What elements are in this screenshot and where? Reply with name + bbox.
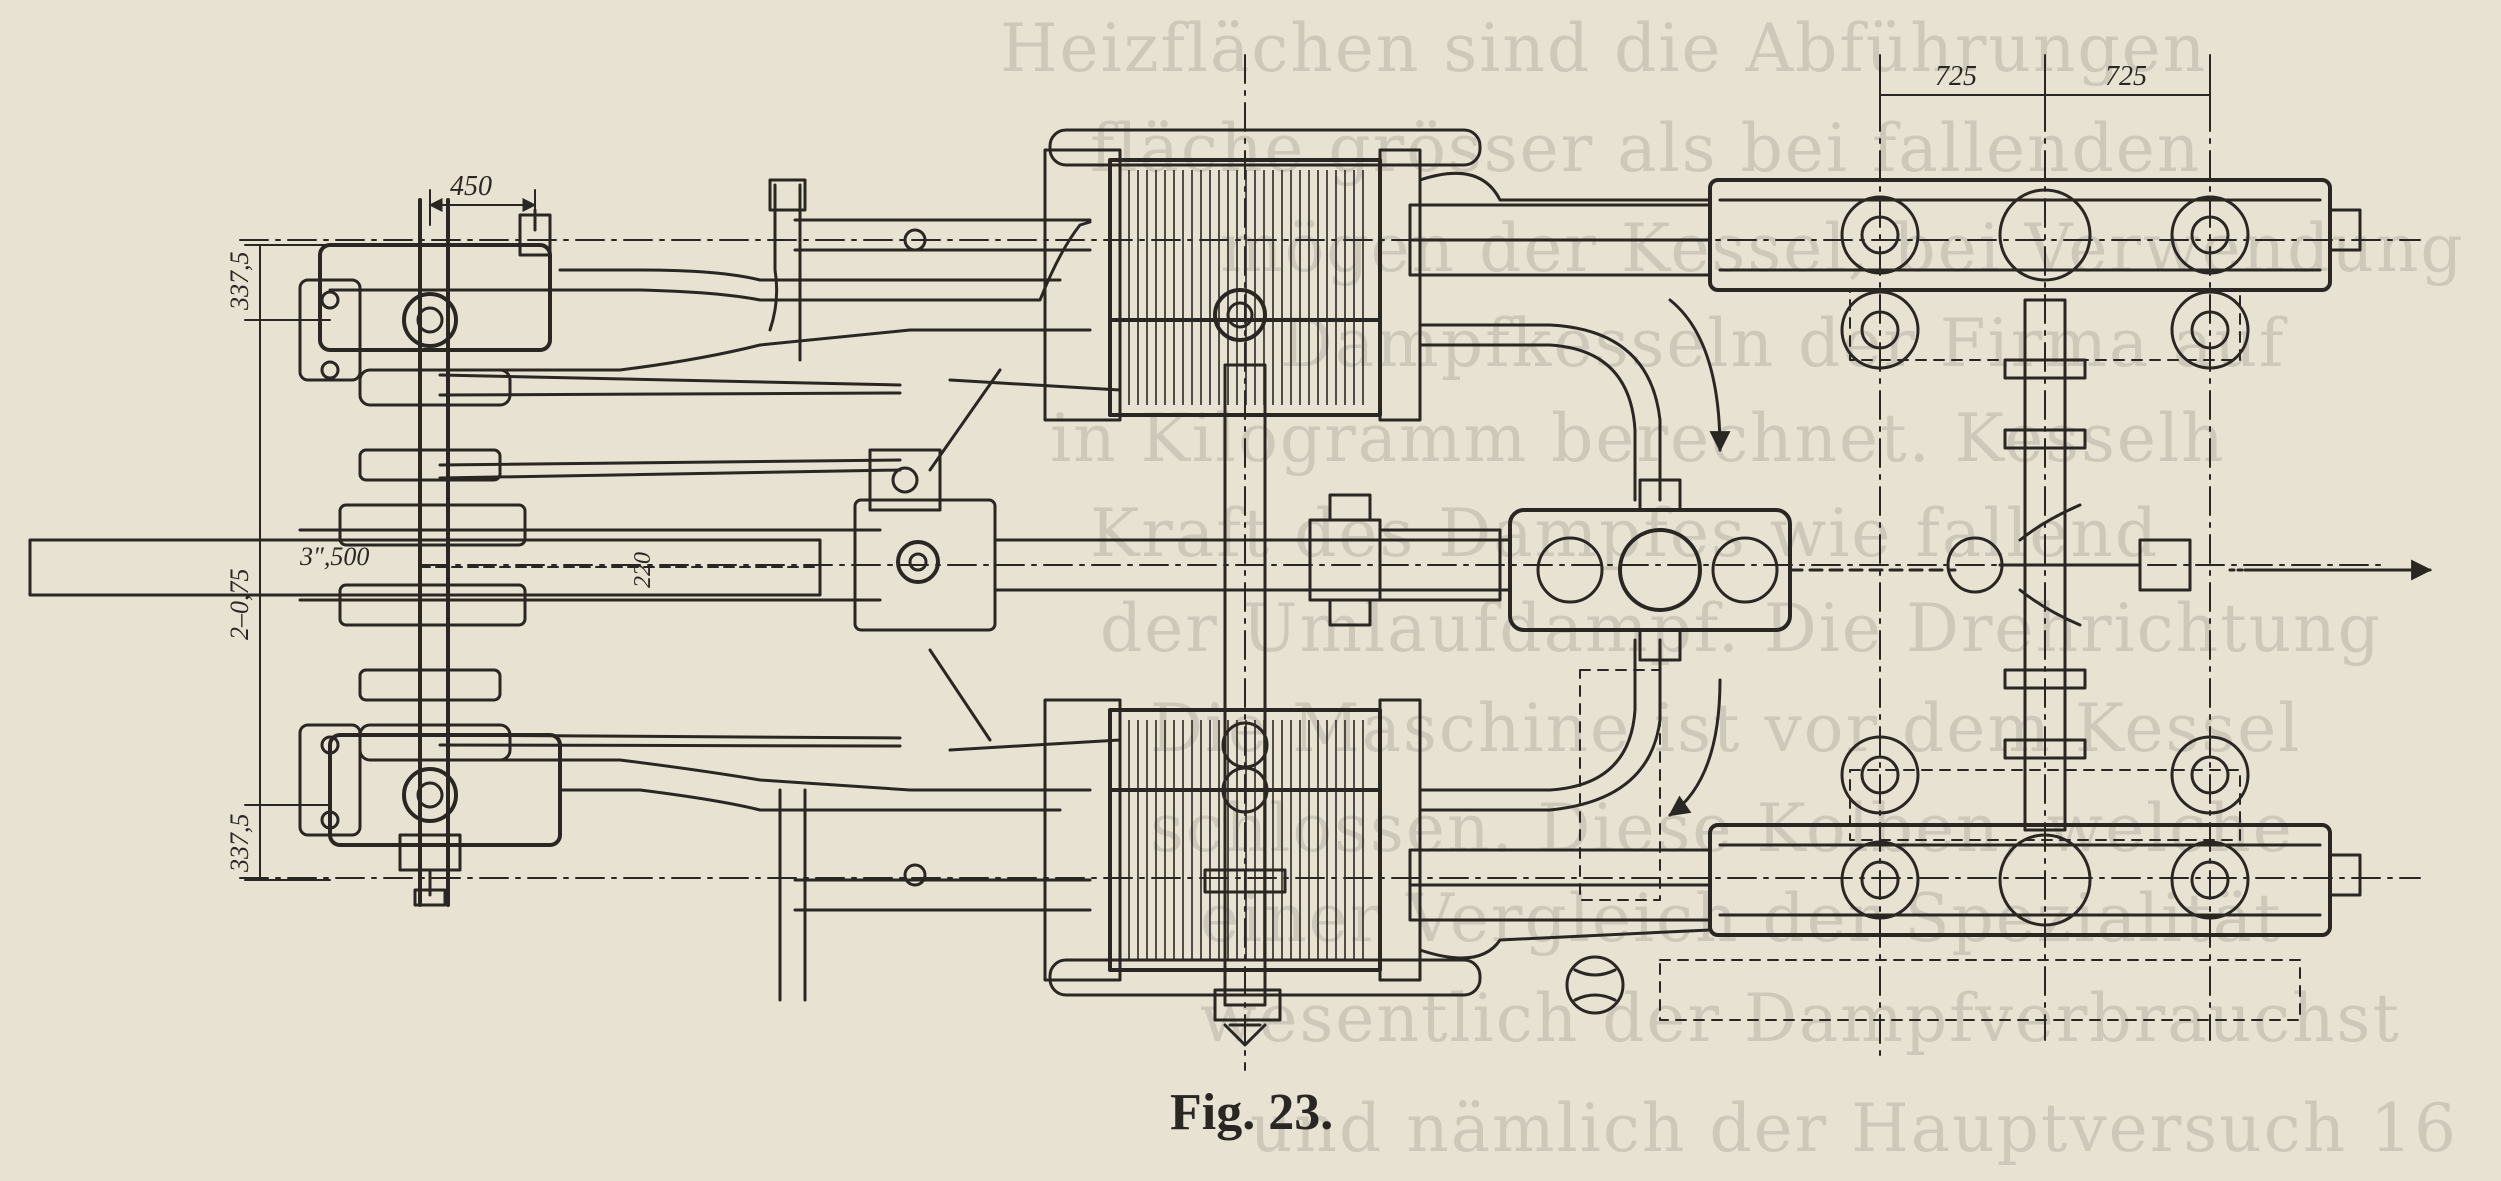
frame-bed-top: [328, 178, 1092, 372]
crank-disc-bottom: [328, 733, 562, 847]
crank-disc-top: [318, 243, 552, 352]
crankshaft: [318, 198, 562, 907]
piston-guides: [1408, 203, 1712, 922]
dim-337-bottom: 337,5: [225, 814, 254, 874]
valve-chest: [1508, 478, 2433, 662]
center-lines: [239, 54, 2421, 1071]
small-rotor: [1565, 955, 1625, 1015]
pump-frame-top: [1708, 178, 2362, 292]
pump-frame-bottom: [1708, 823, 2362, 937]
dim-3500: 3″,500: [299, 542, 369, 571]
steam-pipes: [1418, 298, 1731, 817]
dashed-outlines: [1579, 289, 2301, 1021]
cylinder-bottom: [1043, 698, 1712, 997]
connecting-rods: [298, 368, 902, 762]
dim-450: 450: [450, 171, 492, 202]
dimension-lines: [244, 79, 2211, 881]
dim-337-top: 337,5: [225, 252, 254, 312]
valve-gear: [853, 368, 1512, 752]
dim-2075: 2–0,75: [225, 569, 254, 641]
vertical-pipe: [1203, 363, 1287, 1047]
shaft-extension: [28, 538, 822, 597]
left-brackets: [298, 208, 552, 907]
dim-725-right: 725: [2105, 61, 2147, 92]
dim-220: 220: [630, 552, 656, 588]
dim-725-left: 725: [1935, 61, 1977, 92]
figure-caption: Fig. 23.: [1170, 1084, 1334, 1141]
pump-wheels: [1840, 188, 2250, 927]
frame-bed-bottom: [498, 758, 1092, 1002]
